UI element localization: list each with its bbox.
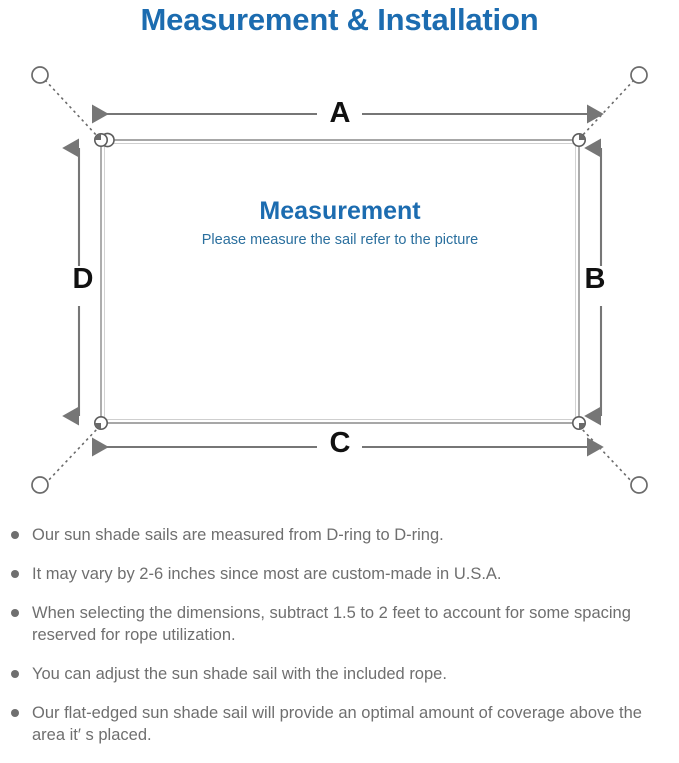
anchor-points xyxy=(31,66,648,494)
list-item: It may vary by 2-6 inches since most are… xyxy=(0,563,679,585)
bullet-icon xyxy=(11,570,19,578)
list-item: Our sun shade sails are measured from D-… xyxy=(0,524,679,546)
rope-line-bottom-right xyxy=(580,427,635,485)
list-item: Our flat-edged sun shade sail will provi… xyxy=(0,702,679,746)
list-item: When selecting the dimensions, subtract … xyxy=(0,602,679,646)
dimension-label-a: A xyxy=(329,97,351,129)
list-item-text: You can adjust the sun shade sail with t… xyxy=(32,665,447,683)
dimension-label-d: D xyxy=(72,263,94,295)
anchor-point-top-left xyxy=(31,66,49,84)
d-ring-wedge-top-right xyxy=(579,133,586,140)
dimension-label-c: C xyxy=(329,427,351,459)
measurement-diagram xyxy=(0,44,679,520)
anchor-point-top-right xyxy=(630,66,648,84)
d-ring-wedge-bottom-left xyxy=(94,423,101,430)
anchor-point-bottom-right xyxy=(630,476,648,494)
list-item-text: Our sun shade sails are measured from D-… xyxy=(32,526,444,544)
bullet-icon xyxy=(11,531,19,539)
d-ring-wedge-bottom-right xyxy=(579,423,586,430)
list-item-text: It may vary by 2-6 inches since most are… xyxy=(32,565,502,583)
d-ring-wedge-top-left xyxy=(94,133,101,140)
rope-line-top-right xyxy=(580,79,635,138)
bullet-icon xyxy=(11,709,19,717)
d-ring-wedges xyxy=(94,133,586,430)
anchor-point-bottom-left xyxy=(31,476,49,494)
list-item: You can adjust the sun shade sail with t… xyxy=(0,663,679,685)
sail-rectangle xyxy=(100,139,580,424)
bullet-icon xyxy=(11,609,19,617)
notes-list: Our sun shade sails are measured from D-… xyxy=(0,524,679,763)
list-item-text: Our flat-edged sun shade sail will provi… xyxy=(32,704,642,744)
list-item-text: When selecting the dimensions, subtract … xyxy=(32,604,631,644)
dimension-arrows xyxy=(62,104,604,457)
bullet-icon xyxy=(11,670,19,678)
rope-line-top-left xyxy=(44,79,99,138)
page-title: Measurement & Installation xyxy=(140,2,539,37)
dimension-label-b: B xyxy=(584,263,606,295)
diagram-canvas xyxy=(31,66,648,494)
rope-lines xyxy=(44,79,635,485)
sail-rectangle-inner-line xyxy=(104,143,576,420)
rope-line-bottom-left xyxy=(44,427,99,485)
